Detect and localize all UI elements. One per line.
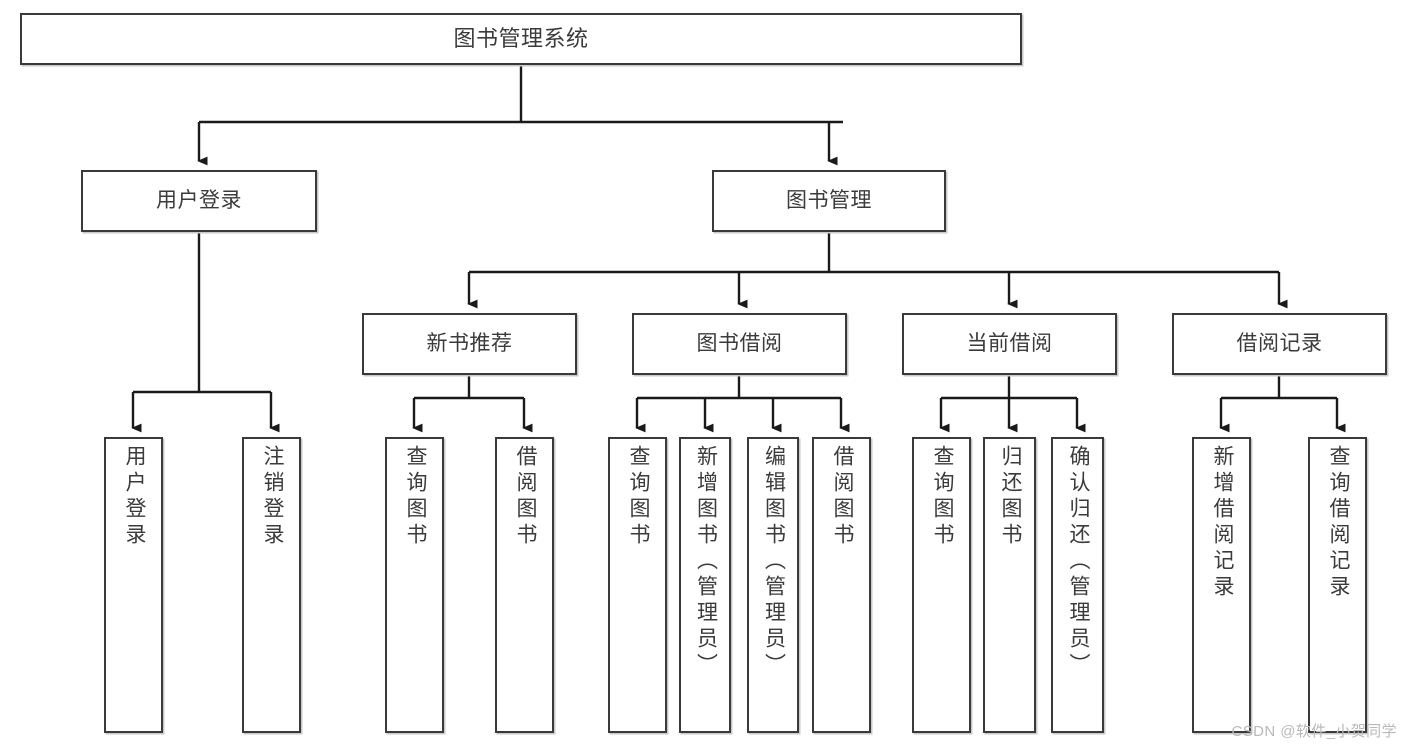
node-user-login-label: 用户登录 (156, 188, 242, 212)
watermark: CSDN @软件_小贺同学 (1231, 723, 1397, 740)
leaf-borrowbook-query[interactable]: 查询图书 (608, 437, 667, 733)
node-borrow-record-label: 借阅记录 (1236, 331, 1323, 355)
leaf-currentborrow-return[interactable]: 归还图书 (983, 437, 1036, 733)
leaf-record-add-label: 新增借阅记录 (1210, 445, 1234, 601)
leaf-currentborrow-return-label: 归还图书 (998, 445, 1022, 549)
leaf-logout-login-label: 注销登录 (260, 445, 284, 549)
leaf-newbook-borrow-label: 借阅图书 (513, 445, 537, 549)
leaf-borrowbook-borrow[interactable]: 借阅图书 (812, 437, 871, 733)
node-borrow-record[interactable]: 借阅记录 (1172, 313, 1387, 375)
node-book-manage[interactable]: 图书管理 (712, 170, 946, 232)
node-new-book[interactable]: 新书推荐 (362, 313, 577, 375)
leaf-newbook-query-label: 查询图书 (403, 445, 427, 549)
node-current-borrow[interactable]: 当前借阅 (902, 313, 1117, 375)
leaf-currentborrow-confirm-label: 确认归还（管理员） (1066, 445, 1090, 679)
leaf-borrowbook-query-label: 查询图书 (626, 445, 650, 549)
node-current-borrow-label: 当前借阅 (966, 331, 1053, 355)
leaf-currentborrow-confirm[interactable]: 确认归还（管理员） (1051, 437, 1104, 733)
leaf-newbook-borrow[interactable]: 借阅图书 (495, 437, 554, 733)
leaf-newbook-query[interactable]: 查询图书 (385, 437, 444, 733)
node-book-manage-label: 图书管理 (786, 188, 872, 212)
node-borrow-book-label: 图书借阅 (696, 331, 783, 355)
node-root[interactable]: 图书管理系统 (20, 13, 1022, 65)
leaf-borrowbook-add[interactable]: 新增图书（管理员） (679, 437, 731, 733)
leaf-record-query-label: 查询借阅记录 (1326, 445, 1350, 601)
leaf-borrowbook-edit[interactable]: 编辑图书（管理员） (747, 437, 799, 733)
node-root-label: 图书管理系统 (453, 25, 589, 51)
leaf-record-query[interactable]: 查询借阅记录 (1308, 437, 1367, 733)
node-user-login[interactable]: 用户登录 (81, 170, 317, 232)
node-new-book-label: 新书推荐 (426, 331, 513, 355)
node-borrow-book[interactable]: 图书借阅 (632, 313, 847, 375)
leaf-borrowbook-add-label: 新增图书（管理员） (694, 445, 718, 679)
leaf-record-add[interactable]: 新增借阅记录 (1192, 437, 1251, 733)
leaf-borrowbook-borrow-label: 借阅图书 (830, 445, 854, 549)
leaf-logout-login[interactable]: 注销登录 (242, 437, 301, 733)
leaf-currentborrow-query[interactable]: 查询图书 (912, 437, 971, 733)
leaf-borrowbook-edit-label: 编辑图书（管理员） (762, 445, 786, 679)
leaf-user-login[interactable]: 用户登录 (104, 437, 163, 733)
leaf-currentborrow-query-label: 查询图书 (930, 445, 954, 549)
leaf-user-login-label: 用户登录 (122, 445, 146, 549)
